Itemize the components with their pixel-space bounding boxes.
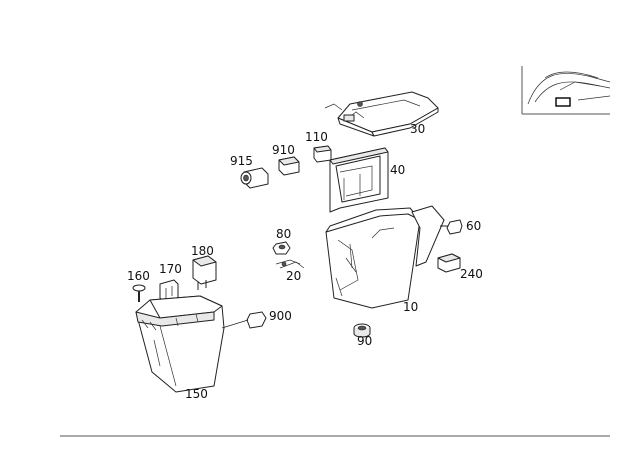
callout-180: 180 [191,244,214,258]
callout-240: 240 [460,267,483,281]
callout-915: 915 [230,154,253,168]
callout-80: 80 [276,227,291,241]
location-marker [555,97,571,107]
part-160-screw [132,284,146,302]
part-20 [275,259,305,269]
part-900 [221,311,267,329]
part-150-housing [135,295,225,393]
callout-170: 170 [159,262,182,276]
part-80 [272,241,291,255]
part-240 [437,253,461,273]
vehicle-location-inset-icon [521,66,611,115]
callout-110: 110 [305,130,328,144]
callout-60: 60 [466,219,481,233]
callout-40: 40 [390,163,405,177]
callout-90: 90 [357,334,372,348]
part-180-relay [192,255,217,290]
callout-160: 160 [127,269,150,283]
callout-150: 150 [185,387,208,401]
part-910 [278,156,300,176]
callout-30: 30 [410,122,425,136]
callout-10: 10 [403,300,418,314]
part-90 [353,323,371,338]
callout-910: 910 [272,143,295,157]
part-30-cover [324,91,439,137]
part-10-box [325,205,445,309]
part-60 [440,219,463,235]
callout-900: 900 [269,309,292,323]
part-915 [240,167,269,189]
callout-20: 20 [286,269,301,283]
part-40-frame [329,147,389,213]
part-110 [313,145,332,163]
